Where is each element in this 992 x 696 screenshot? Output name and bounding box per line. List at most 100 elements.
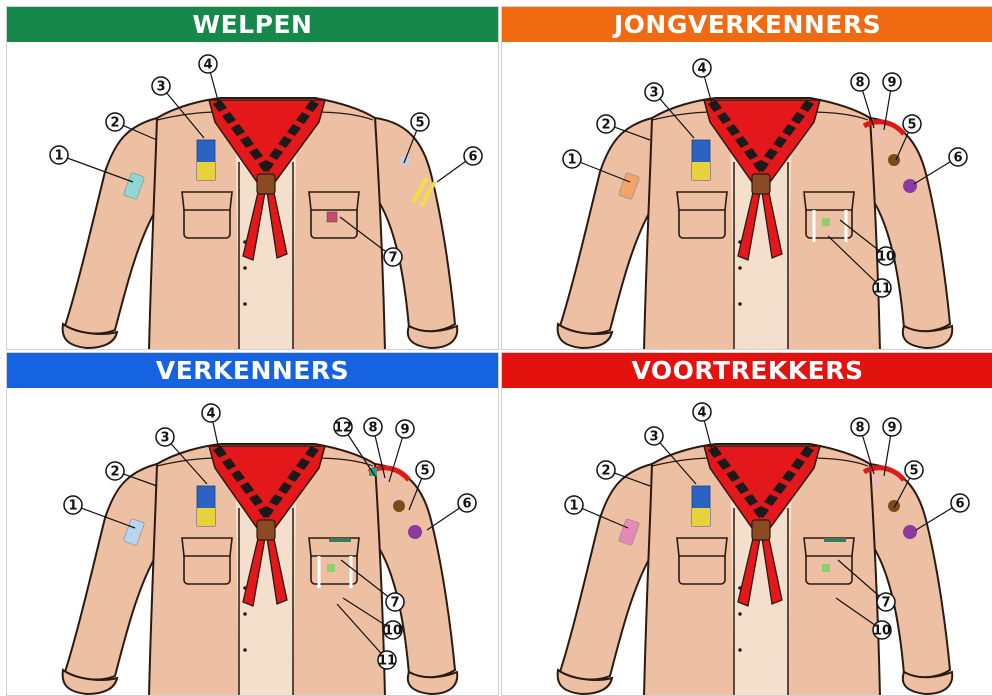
badge-6: [408, 525, 422, 539]
left-pocket-flap: [182, 538, 232, 556]
callout-number: 6: [953, 151, 962, 166]
woggle: [257, 174, 275, 194]
callout-number: 1: [54, 149, 63, 164]
callout-number: 7: [390, 596, 399, 611]
callout-number: 2: [110, 116, 119, 131]
panel-title: VERKENNERS: [7, 353, 498, 388]
callout-number: 10: [873, 624, 891, 639]
left-sleeve: [65, 118, 157, 333]
right-pocket-flap: [804, 192, 854, 210]
callout-number: 10: [877, 250, 895, 265]
callout-9: 9: [883, 418, 901, 476]
panel-welpen: WELPEN 1 2 3 4 5 6 7: [6, 6, 499, 350]
woggle: [257, 520, 275, 540]
button: [738, 302, 742, 306]
callout-number: 4: [697, 406, 706, 421]
callout-number: 3: [156, 80, 165, 95]
shirt-diagram: 1 2 3 4 8 9 5 6 10 11: [502, 42, 992, 350]
callout-number: 1: [68, 499, 77, 514]
callout-number: 7: [881, 596, 890, 611]
button: [738, 612, 742, 616]
callout-number: 4: [206, 407, 215, 422]
badge-3-lower: [197, 162, 215, 180]
callout-number: 3: [160, 431, 169, 446]
badge-3-lower: [692, 162, 710, 180]
callout-9: 9: [883, 73, 901, 130]
callout-6: 6: [437, 147, 482, 182]
callout-number: 3: [649, 86, 658, 101]
callout-number: 12: [334, 421, 352, 436]
badge-7: [329, 538, 351, 542]
badge-9: [875, 131, 881, 137]
panel-verkenners: VERKENNERS 123412895671011: [6, 352, 499, 696]
badge-6: [903, 525, 917, 539]
badge-3-lower: [692, 508, 710, 526]
shirt-diagram: 1 2 3 4 8 9 5 6 7 10: [502, 388, 992, 696]
woggle: [752, 520, 770, 540]
left-pocket-flap: [677, 538, 727, 556]
callout-number: 5: [907, 118, 916, 133]
callout-number: 2: [110, 465, 119, 480]
badge-10: [822, 564, 830, 572]
callout-number: 9: [400, 423, 409, 438]
left-pocket-flap: [677, 192, 727, 210]
button: [243, 266, 247, 270]
callout-number: 8: [855, 76, 864, 91]
callout-number: 5: [415, 116, 424, 131]
left-pocket-flap: [182, 192, 232, 210]
panel-voortrekkers: VOORTREKKERS 1 2 3 4 8 9 5 6 7 10: [501, 352, 992, 696]
callout-number: 4: [203, 58, 212, 73]
callout-number: 7: [388, 251, 397, 266]
right-sleeve: [870, 464, 950, 677]
shirt: [63, 98, 458, 350]
callout-number: 1: [569, 499, 578, 514]
callout-number: 6: [955, 497, 964, 512]
callout-number: 9: [887, 76, 896, 91]
button: [243, 648, 247, 652]
button: [738, 648, 742, 652]
badge-7: [824, 538, 846, 542]
badge-9: [875, 477, 881, 483]
panel-jongverkenners: JONGVERKENNERS 123489561011: [501, 6, 992, 350]
callout-4: 4: [199, 55, 219, 104]
button: [243, 302, 247, 306]
callout-number: 6: [462, 497, 471, 512]
callout-number: 2: [601, 464, 610, 479]
callout-number: 1: [567, 153, 576, 168]
callout-number: 11: [873, 282, 891, 297]
callout-number: 9: [887, 421, 896, 436]
callout-number: 5: [909, 464, 918, 479]
callout-4: 4: [202, 404, 220, 450]
shirt: [558, 98, 953, 350]
callout-number: 8: [855, 421, 864, 436]
badge-5: [393, 500, 405, 512]
callout-number: 3: [649, 430, 658, 445]
panel-title: VOORTREKKERS: [502, 353, 992, 388]
button: [738, 266, 742, 270]
shirt: [63, 444, 458, 696]
badge-10: [822, 218, 830, 226]
badge-7: [327, 212, 337, 222]
right-sleeve: [870, 118, 950, 331]
callout-4: 4: [693, 59, 712, 104]
right-sleeve: [375, 118, 455, 331]
badge-6: [903, 179, 917, 193]
callout-number: 10: [384, 624, 402, 639]
callout-number: 5: [420, 464, 429, 479]
left-sleeve: [65, 464, 157, 679]
callout-number: 4: [697, 62, 706, 77]
woggle: [752, 174, 770, 194]
badge-10: [327, 564, 335, 572]
panel-title: WELPEN: [7, 7, 498, 42]
callout-number: 6: [468, 150, 477, 165]
right-pocket-flap: [309, 192, 359, 210]
callout-number: 2: [601, 118, 610, 133]
callout-4: 4: [693, 403, 712, 450]
callout-number: 11: [378, 654, 396, 669]
callout-number: 8: [368, 421, 377, 436]
badge-5: [888, 500, 900, 512]
shirt: [558, 444, 953, 696]
callout-6: 6: [427, 494, 476, 530]
badge-3-lower: [197, 508, 215, 526]
